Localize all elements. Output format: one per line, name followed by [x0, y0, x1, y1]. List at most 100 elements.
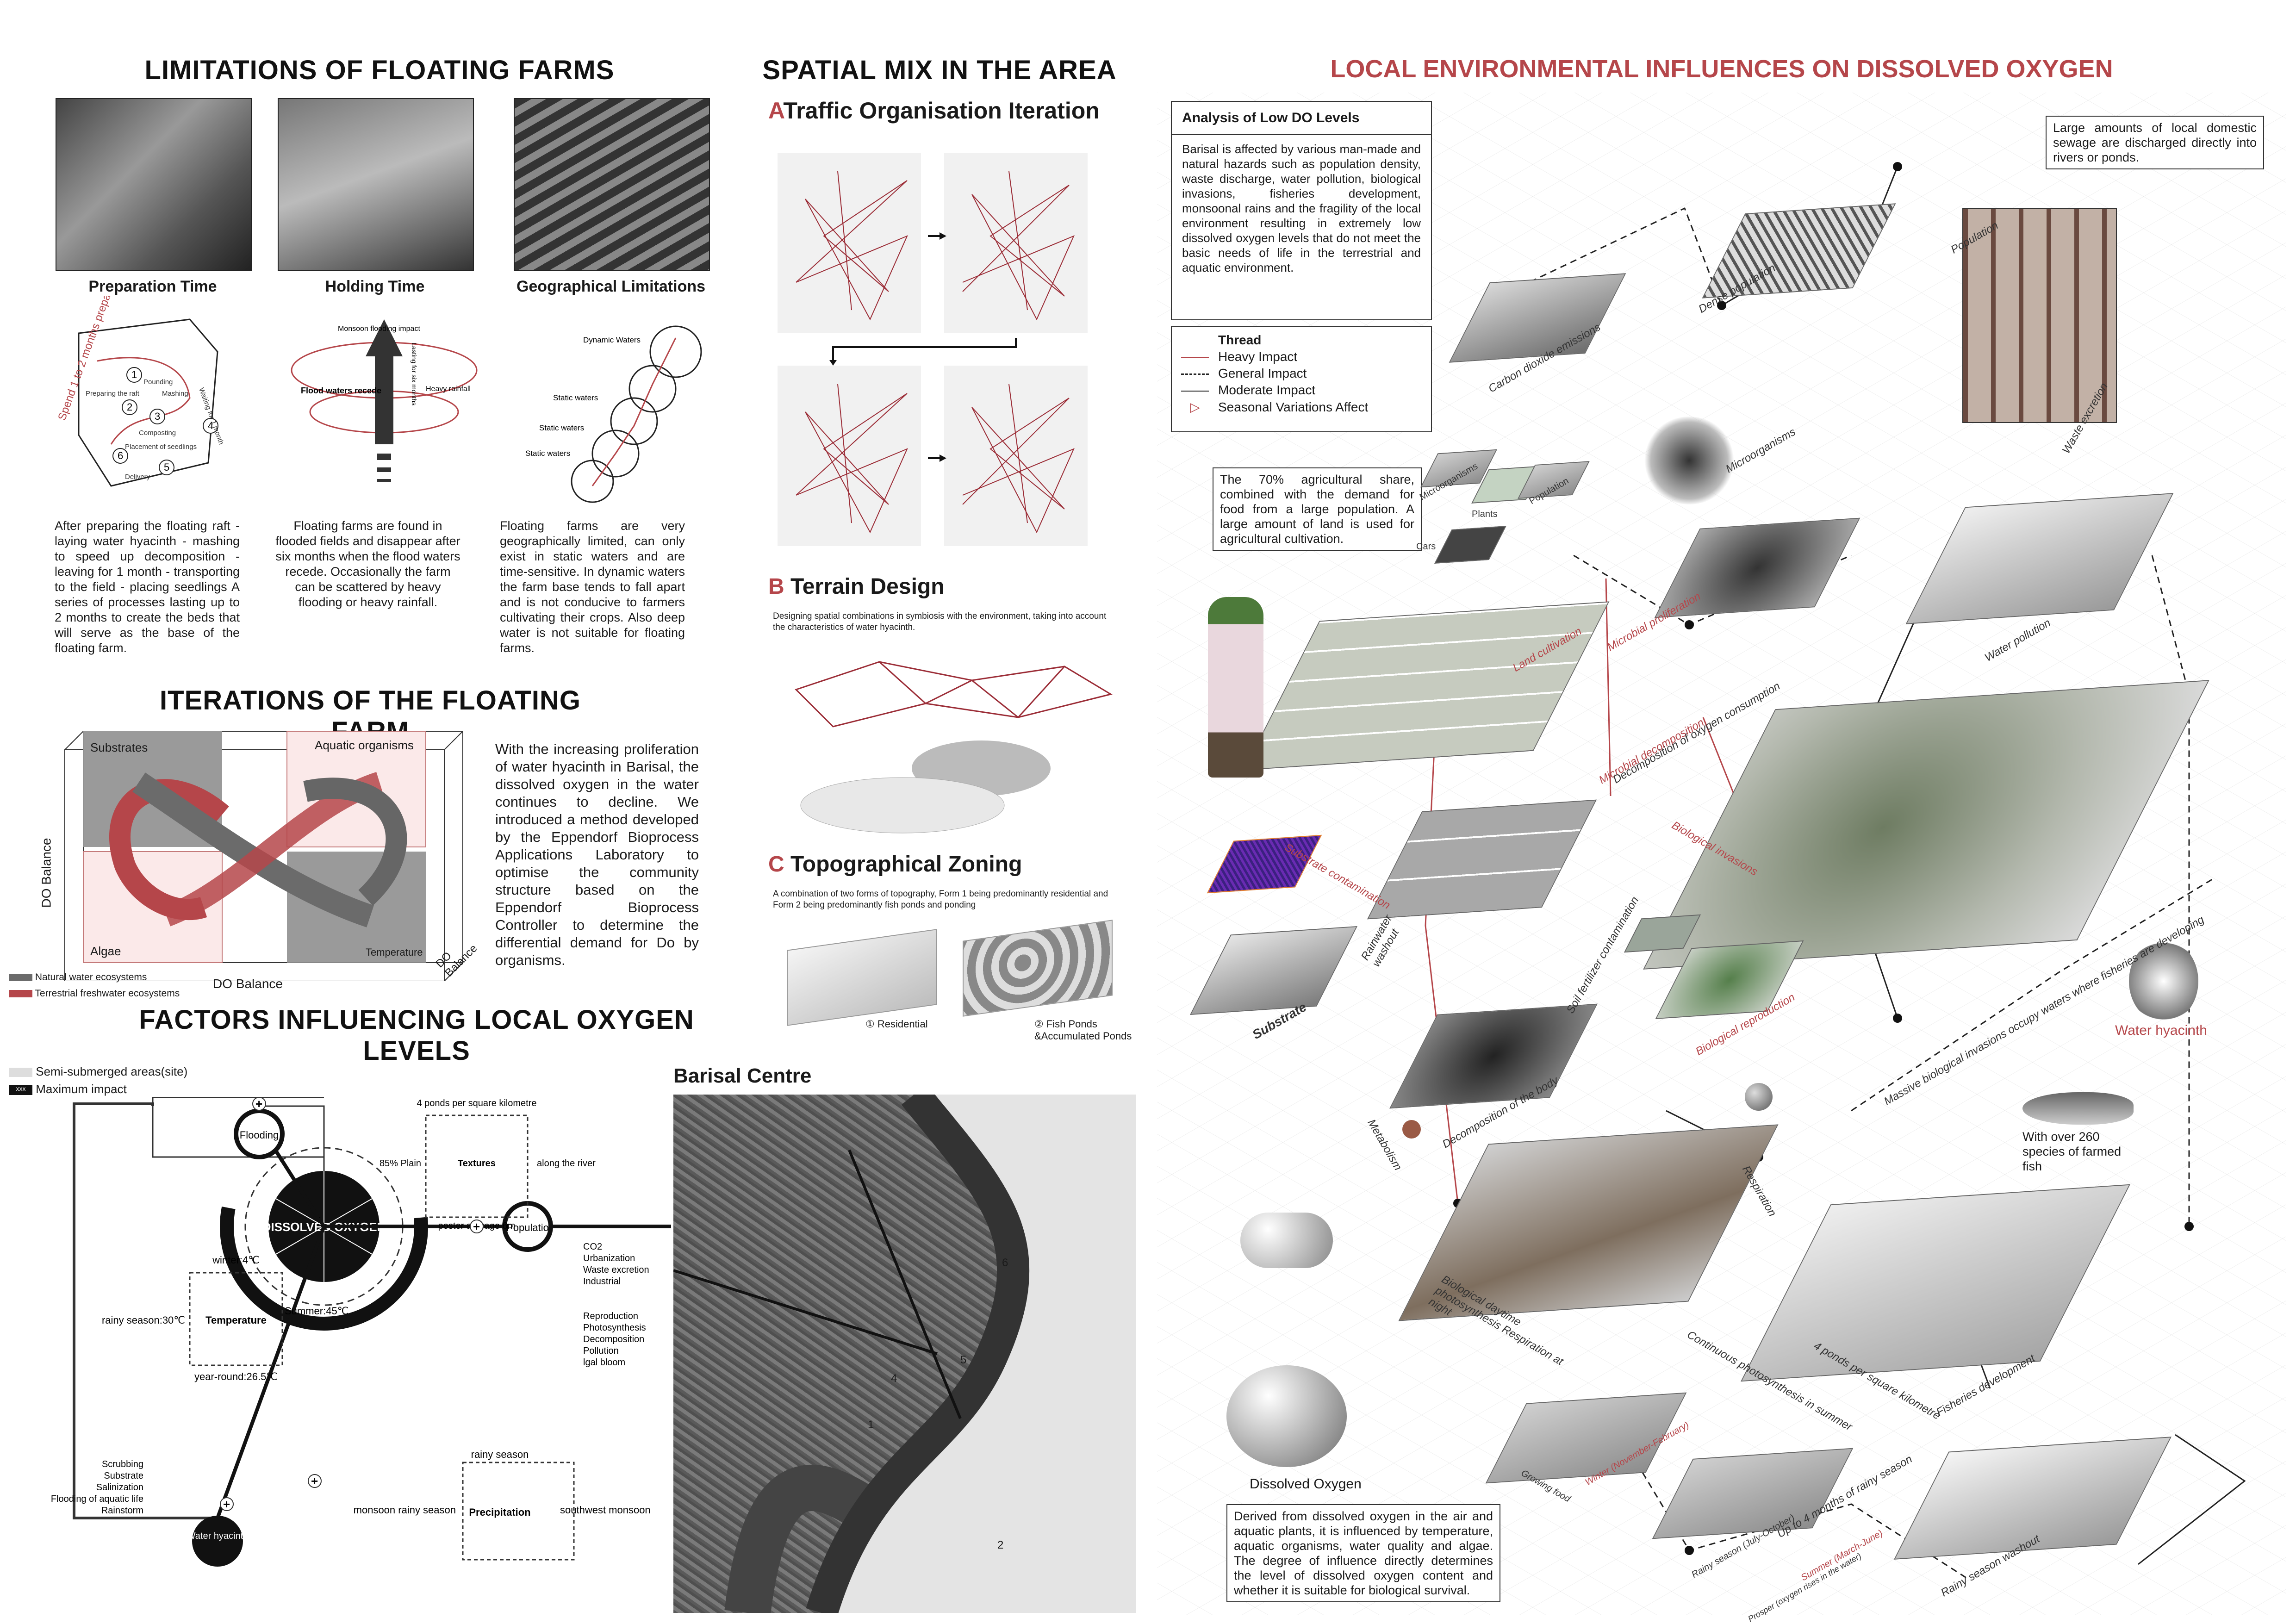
section-a-heading: ATraffic Organisation Iteration — [768, 97, 1100, 124]
spend-label: Spend 1 to 2 months preparing the bed — [56, 296, 133, 422]
precip-top: rainy season — [471, 1449, 529, 1460]
caption-preparation: Preparation Time — [88, 278, 217, 295]
map-num-4: 4 — [891, 1372, 897, 1385]
temp-bottom: year-round:26.5℃ — [194, 1371, 278, 1382]
max-swatch: xxx — [9, 1085, 32, 1095]
factor-flooding: Flooding — [240, 1129, 279, 1141]
caption-holding: Holding Time — [325, 278, 425, 295]
textures-left: 85% Plain — [380, 1158, 421, 1169]
moderate-line — [1181, 390, 1209, 392]
traffic-iteration-panels — [778, 153, 1088, 546]
plus-4: + — [223, 1497, 230, 1511]
legend-terrestrial: Terrestrial freshwater ecosystems — [9, 988, 180, 999]
sun-icon — [1402, 1120, 1421, 1139]
step-3: 3 — [155, 411, 160, 422]
factors-legend-max: xxx Maximum impact — [9, 1082, 127, 1096]
holding-text: Floating farms are found in flooded fiel… — [275, 519, 460, 609]
hyacinth-label: Water hyacinth — [2115, 1023, 2207, 1038]
limitations-title: LIMITATIONS OF FLOATING FARMS — [144, 55, 615, 85]
pop-urban: Urbanization — [583, 1253, 635, 1263]
step-6: 6 — [118, 450, 123, 461]
pop-waste: Waste excretion — [583, 1265, 649, 1275]
step-4: 4 — [208, 420, 213, 431]
lbl-cars: Cars — [1416, 541, 1436, 552]
analysis-text: Barisal is affected by various man-made … — [1182, 142, 1421, 274]
note-composting: Composting — [139, 429, 176, 437]
pop-decomp: Decomposition — [583, 1334, 644, 1344]
plus-2: + — [473, 1220, 480, 1233]
note-seedlings: Placement of seedlings — [125, 443, 197, 451]
cube-substrates: Substrates — [90, 740, 148, 754]
thread-heavy: Heavy Impact — [1172, 348, 1431, 364]
right-title: LOCAL ENVIRONMENTAL INFLUENCES ON DISSOL… — [1330, 55, 2113, 83]
hyacinth-icon — [2129, 940, 2198, 1023]
photo-geographical — [514, 98, 710, 271]
zone-residential-block — [787, 929, 937, 1026]
note-pounding: Pounding — [143, 378, 173, 386]
semi-swatch — [9, 1068, 32, 1077]
factors-legend-semi: Semi-submerged areas(site) — [9, 1064, 187, 1079]
note-raft: Preparing the raft — [86, 390, 140, 398]
preparation-process-diagram: Spend 1 to 2 months preparing the bed 1 … — [56, 296, 225, 487]
map-title: Barisal Centre — [673, 1064, 812, 1087]
cube-x-axis: DO Balance — [213, 977, 283, 991]
analysis-box: Analysis of Low DO Levels Barisal is aff… — [1171, 101, 1432, 320]
moderate-label: Moderate Impact — [1218, 383, 1316, 397]
flood-scrub: Scrubbing — [102, 1459, 143, 1469]
dynamic-waters: Dynamic Waters — [583, 336, 641, 344]
map-num-6: 6 — [1002, 1257, 1008, 1269]
section-b-letter: B — [768, 574, 784, 599]
thread-seasonal: ▷ Seasonal Variations Affect — [1172, 398, 1431, 415]
legend-terrestrial-label: Terrestrial freshwater ecosystems — [35, 988, 180, 999]
flood-rain: Rainstorm — [101, 1506, 143, 1516]
lbl-plants: Plants — [1472, 509, 1498, 519]
cube-algae: Algae — [90, 944, 121, 958]
temp-right: Summer:45℃ — [285, 1305, 348, 1317]
seasonal-label: Seasonal Variations Affect — [1218, 400, 1369, 414]
iteration-cube: Substrates Aquatic organisms Algae Tempe… — [39, 722, 486, 991]
precip-right: southwest monsoon — [560, 1504, 651, 1516]
agri-note: The 70% agricultural share, combined wit… — [1213, 467, 1422, 551]
legend-terrestrial-swatch — [9, 990, 32, 998]
cube-aquatic: Aquatic organisms — [315, 738, 414, 752]
fish-icon — [2022, 1092, 2134, 1125]
step-5: 5 — [164, 461, 169, 473]
geographical-text: Floating farms are very geographically l… — [500, 519, 685, 655]
pop-photo: Photosynthesis — [583, 1323, 646, 1333]
moon-icon — [1745, 1083, 1773, 1111]
step-2: 2 — [127, 401, 132, 413]
factor-hyacinth: Water hyacinth — [187, 1531, 249, 1541]
flood-substrate: Substrate — [104, 1471, 143, 1481]
max-label: Maximum impact — [36, 1082, 127, 1096]
textures-head: 4 ponds per square kilometre — [417, 1098, 536, 1108]
thread-moderate: Moderate Impact — [1172, 381, 1431, 398]
iteration-text: With the increasing proliferation of wat… — [495, 741, 699, 968]
map-num-1: 1 — [868, 1419, 874, 1431]
zone-residential: ① Residential — [865, 1018, 928, 1030]
cube-y-axis: DO Balance — [39, 838, 54, 908]
recede-label: Flood waters recede — [301, 386, 381, 395]
section-c-title: Topographical Zoning — [790, 852, 1022, 877]
temp-left: rainy season:30℃ — [102, 1314, 185, 1326]
thread-legend: Thread Heavy Impact General Impact Moder… — [1171, 326, 1432, 432]
note-waiting: Waiting for 1 month — [197, 387, 225, 446]
triangle-icon: ▷ — [1190, 400, 1200, 414]
analysis-title: Analysis of Low DO Levels — [1172, 102, 1431, 135]
note-mashing: Mashing — [162, 390, 188, 398]
section-c-text: A combination of two forms of topography… — [773, 889, 1108, 910]
photo-holding — [278, 98, 474, 271]
pop-industrial: Industrial — [583, 1276, 621, 1287]
temp-center: Temperature — [205, 1314, 267, 1326]
section-b-text: Designing spatial combinations in symbio… — [773, 611, 1107, 632]
geographical-diagram: Dynamic Waters Static waters Static wate… — [525, 325, 702, 503]
plus-1: + — [255, 1097, 262, 1111]
static-waters-2: Static waters — [539, 423, 584, 432]
note-delivery: Delivery — [125, 473, 150, 481]
section-c-heading: C Topographical Zoning — [768, 852, 1022, 877]
static-waters-1: Static waters — [553, 393, 598, 402]
textures-right: along the river — [537, 1158, 596, 1169]
photo-preparation — [56, 98, 252, 271]
legend-natural-swatch — [9, 974, 32, 982]
flood-aquatic: Flooding of aquatic life — [51, 1494, 143, 1504]
section-a-letter: A — [768, 98, 784, 124]
